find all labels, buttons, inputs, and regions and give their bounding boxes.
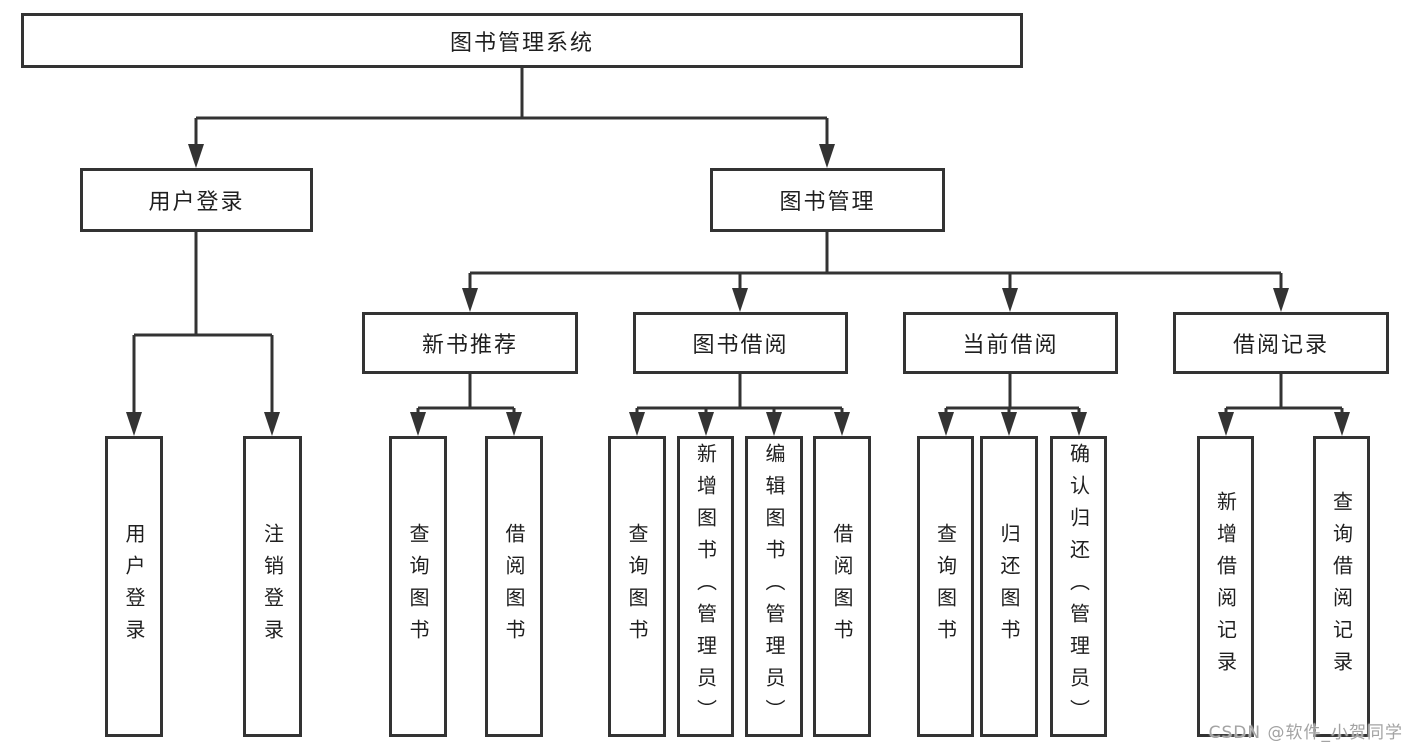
arrow-down-icon — [766, 412, 782, 436]
arrow-down-icon — [1218, 412, 1234, 436]
node-borrow-record-label: 借阅记录 — [1232, 333, 1329, 358]
leaf-return-book: 归还图书 — [980, 436, 1038, 737]
leaf-add-book-admin-label: 新增图书（管理员） — [693, 442, 718, 731]
connector-book-borrow — [635, 374, 844, 420]
arrow-down-icon — [264, 412, 280, 436]
connector-book-management — [468, 232, 1283, 296]
arrow-down-icon — [1273, 288, 1289, 312]
leaf-query-book-1: 查询图书 — [389, 436, 447, 737]
arrow-down-icon — [462, 288, 478, 312]
leaf-query-book-2: 查询图书 — [608, 436, 666, 737]
leaf-query-book-2-label: 查询图书 — [625, 522, 649, 651]
node-new-book-recommend: 新书推荐 — [362, 312, 578, 374]
leaf-user-login-label: 用户登录 — [122, 522, 146, 651]
leaf-borrow-book-2-label: 借阅图书 — [830, 522, 854, 651]
leaf-query-borrow-record: 查询借阅记录 — [1313, 436, 1370, 737]
arrow-down-icon — [1071, 412, 1087, 436]
arrow-down-icon — [188, 144, 204, 168]
node-current-borrow-label: 当前借阅 — [962, 333, 1059, 358]
node-book-management: 图书管理 — [710, 168, 945, 232]
connector-borrow-record — [1224, 374, 1344, 420]
arrow-down-icon — [1334, 412, 1350, 436]
leaf-confirm-return-admin: 确认归还（管理员） — [1050, 436, 1107, 737]
node-book-management-label: 图书管理 — [779, 190, 876, 215]
arrow-down-icon — [410, 412, 426, 436]
leaf-edit-book-admin: 编辑图书（管理员） — [745, 436, 803, 737]
arrowheads — [126, 144, 1350, 436]
connector-new-book-recommend — [416, 374, 516, 420]
node-root-label: 图书管理系统 — [449, 30, 594, 56]
leaf-confirm-return-admin-label: 确认归还（管理员） — [1066, 442, 1091, 731]
leaf-add-book-admin: 新增图书（管理员） — [677, 436, 734, 737]
arrow-down-icon — [506, 412, 522, 436]
arrow-down-icon — [819, 144, 835, 168]
leaf-query-borrow-record-label: 查询借阅记录 — [1329, 490, 1354, 683]
arrow-down-icon — [629, 412, 645, 436]
leaf-logout-label: 注销登录 — [260, 522, 285, 651]
leaf-add-borrow-record-label: 新增借阅记录 — [1213, 490, 1238, 683]
leaf-logout: 注销登录 — [243, 436, 302, 737]
node-new-book-recommend-label: 新书推荐 — [421, 333, 518, 358]
leaf-return-book-label: 归还图书 — [997, 522, 1021, 651]
leaf-add-borrow-record: 新增借阅记录 — [1197, 436, 1254, 737]
node-book-borrow-label: 图书借阅 — [692, 333, 789, 358]
leaf-borrow-book-1: 借阅图书 — [485, 436, 543, 737]
arrow-down-icon — [1001, 412, 1017, 436]
leaf-borrow-book-2: 借阅图书 — [813, 436, 871, 737]
leaf-borrow-book-1-label: 借阅图书 — [502, 522, 526, 651]
connector-user-login — [132, 232, 274, 420]
csdn-watermark: CSDN @软件_小贺同学 — [1208, 723, 1403, 743]
node-root: 图书管理系统 — [21, 13, 1023, 68]
arrow-down-icon — [732, 288, 748, 312]
arrow-down-icon — [834, 412, 850, 436]
node-borrow-record: 借阅记录 — [1173, 312, 1389, 374]
arrow-down-icon — [938, 412, 954, 436]
leaf-edit-book-admin-label: 编辑图书（管理员） — [762, 442, 786, 731]
node-user-login-label: 用户登录 — [148, 190, 245, 215]
arrow-down-icon — [126, 412, 142, 436]
arrow-down-icon — [1002, 288, 1018, 312]
node-user-login: 用户登录 — [80, 168, 313, 232]
connector-segments — [132, 68, 1344, 420]
connector-root — [194, 68, 829, 150]
arrow-down-icon — [698, 412, 714, 436]
leaf-query-book-3-label: 查询图书 — [933, 522, 958, 651]
leaf-query-book-1-label: 查询图书 — [406, 522, 430, 651]
node-book-borrow: 图书借阅 — [633, 312, 848, 374]
node-current-borrow: 当前借阅 — [903, 312, 1118, 374]
leaf-user-login: 用户登录 — [105, 436, 163, 737]
leaf-query-book-3: 查询图书 — [917, 436, 974, 737]
